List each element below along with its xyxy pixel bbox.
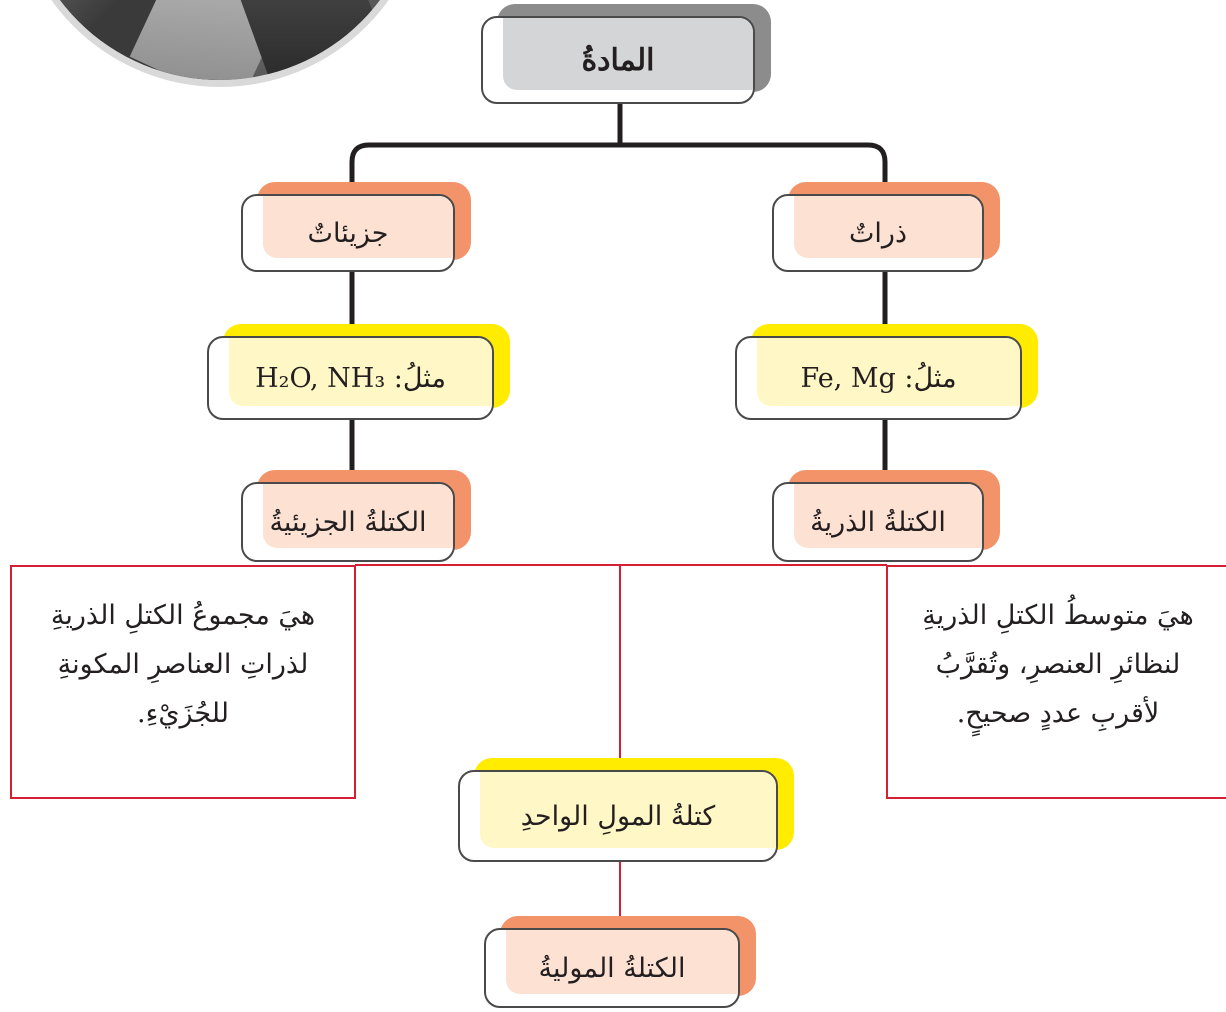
- portrait-photo: [20, 0, 420, 80]
- molecules-example-node: مثلُ: H₂O, NH₃: [207, 324, 510, 420]
- mole-mass-node: كتلةُ المولِ الواحدِ: [458, 758, 794, 862]
- molecules-example: مثلُ: H₂O, NH₃: [255, 363, 446, 394]
- molecular-mass-label: الكتلةُ الجزيئيةُ: [269, 506, 427, 538]
- root-node: المادةُ: [481, 4, 771, 104]
- definition-line: هيَ مجموعُ الكتلِ الذريةِ: [50, 600, 316, 631]
- definition-line: للجُزَيْءِ.: [137, 698, 229, 729]
- definition-line: لأقربِ عددٍ صحيحٍ.: [956, 698, 1160, 729]
- atoms-formula: Fe, Mg: [800, 362, 896, 394]
- atomic-mass-definition: هيَ متوسطُ الكتلِ الذريةِ لنظائرِ العنصر…: [886, 565, 1226, 799]
- molecular-mass-definition: هيَ مجموعُ الكتلِ الذريةِ لذراتِ العناصر…: [10, 565, 356, 799]
- molecular-mass-node: الكتلةُ الجزيئيةُ: [241, 470, 471, 562]
- atomic-mass-label: الكتلةُ الذريةُ: [810, 506, 946, 538]
- atoms-example: مثلُ: Fe, Mg: [800, 363, 956, 394]
- molecules-node: جزيئاتٌ: [241, 182, 471, 272]
- atoms-label: ذراتٌ: [849, 217, 907, 249]
- atoms-example-node: مثلُ: Fe, Mg: [735, 324, 1038, 420]
- molar-mass-node: الكتلةُ الموليةُ: [484, 916, 756, 1008]
- example-prefix: مثلُ:: [904, 362, 957, 394]
- molecules-formula: H₂O, NH₃: [255, 362, 386, 394]
- atoms-node: ذراتٌ: [772, 182, 1000, 272]
- definition-line: لنظائرِ العنصرِ، وتُقرَّبُ: [935, 649, 1181, 680]
- definition-line: لذراتِ العناصرِ المكونةِ: [57, 649, 309, 680]
- branch-bar: [349, 142, 888, 212]
- definition-line: هيَ متوسطُ الكتلِ الذريةِ: [922, 600, 1194, 631]
- mole-mass-label: كتلةُ المولِ الواحدِ: [520, 800, 716, 832]
- molecules-label: جزيئاتٌ: [307, 217, 389, 249]
- atomic-mass-node: الكتلةُ الذريةُ: [772, 470, 1000, 562]
- root-label: المادةُ: [581, 42, 655, 78]
- example-prefix: مثلُ:: [393, 362, 446, 394]
- molar-mass-label: الكتلةُ الموليةُ: [538, 952, 686, 984]
